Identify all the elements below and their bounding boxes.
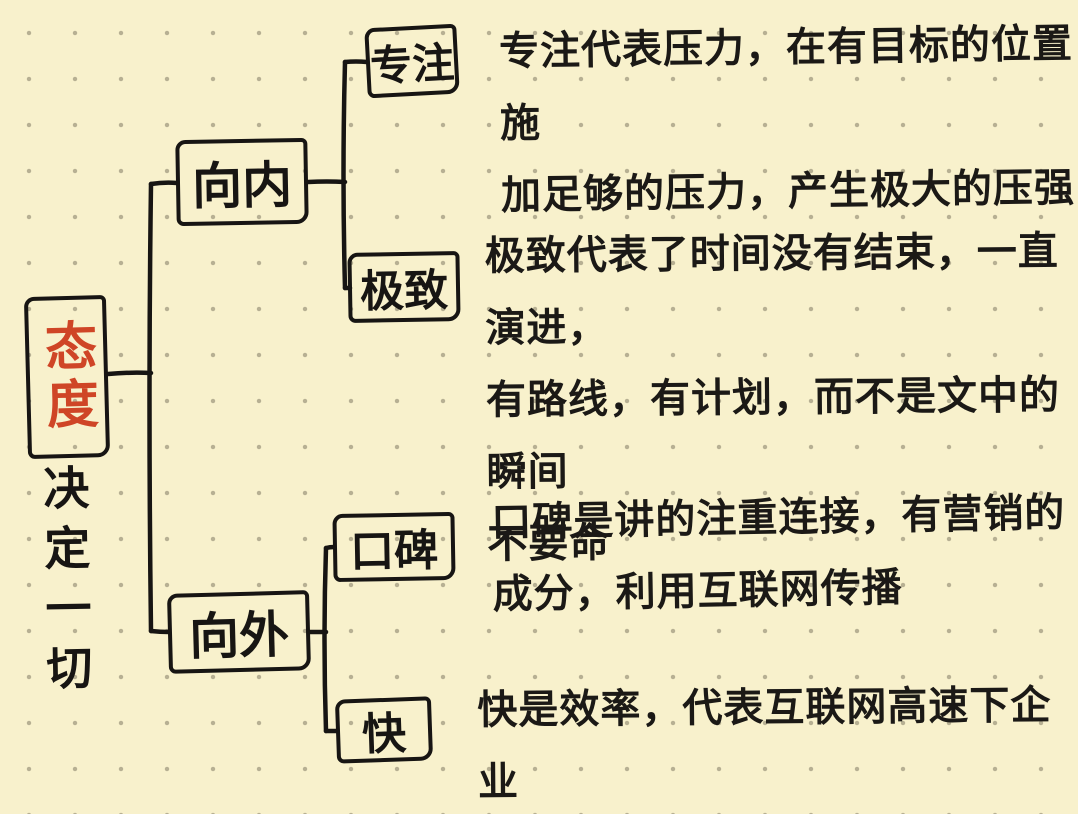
bottom-edge-strip: [0, 814, 1078, 824]
note-fast-line-1: 快是效率，代表互联网高速下企业: [477, 682, 1052, 806]
connector-inward-vertical: [341, 59, 348, 291]
connector-trunk-vertical: [147, 181, 154, 634]
node-inward-label: 向内: [191, 156, 293, 216]
node-attitude: 态度: [23, 294, 111, 460]
node-inward: 向内: [175, 137, 309, 227]
note-reputation-line-2: 成分，利用互联网传播: [492, 564, 904, 619]
node-outward: 向外: [166, 590, 312, 674]
connector-trunk-to-outward: [148, 628, 172, 635]
node-reputation: 口碑: [332, 511, 456, 583]
node-attitude-label: 态度: [34, 318, 99, 436]
node-focus: 专注: [364, 23, 460, 99]
node-extreme-label: 极致: [359, 265, 449, 318]
connector-outward-vertical: [322, 545, 329, 734]
note-focus: 专注代表压力，在有目标的位置施 加足够的压力，产生极大的压强: [499, 8, 1077, 232]
node-fast-label: 快: [361, 708, 408, 761]
node-extreme: 极致: [347, 251, 461, 323]
connector-outward-to-reputation: [323, 544, 337, 551]
node-focus-label: 专注: [368, 37, 456, 91]
note-reputation-line-1: 口碑是讲的注重连接，有营销的: [491, 490, 1066, 547]
node-fast: 快: [334, 696, 434, 764]
note-extreme-line-1: 极致代表了时间没有结束，一直演进，: [484, 228, 1059, 352]
connector-inward-stub: [305, 179, 348, 185]
node-outward-label: 向外: [188, 605, 290, 667]
note-reputation: 口碑是讲的注重连接，有营销的 成分，利用互联网传播: [491, 477, 1073, 631]
note-focus-line-1: 专注代表压力，在有目标的位置施: [498, 21, 1074, 148]
note-fast: 快是效率，代表互联网高速下企业 内部组织方式与运转的变化: [477, 669, 1074, 824]
node-reputation-label: 口碑: [349, 525, 439, 578]
connector-inward-to-focus: [342, 59, 370, 65]
connector-trunk-to-inward: [148, 180, 180, 187]
root-subtitle: 决定一切: [35, 463, 95, 705]
connector-root-trunk: [105, 370, 154, 377]
